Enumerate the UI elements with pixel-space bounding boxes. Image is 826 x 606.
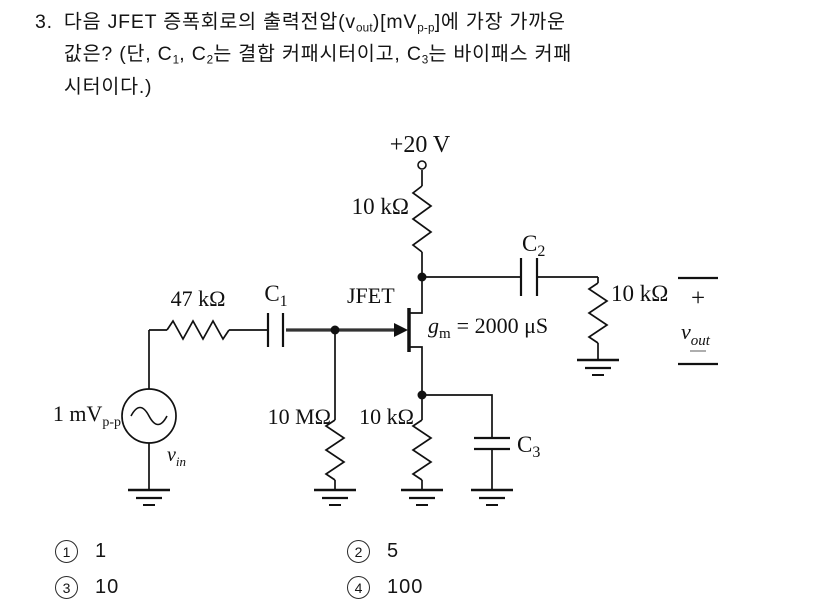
jfet-symbol [286, 308, 411, 352]
jfet-label: JFET [347, 283, 395, 308]
output-plus-label: + [691, 285, 705, 312]
vin-label: vin [167, 444, 186, 469]
choice-option-3: 3 10 [55, 576, 119, 599]
series-resistor [166, 319, 230, 341]
ground-gate-resistor [314, 488, 356, 506]
q2-text: 는 바이패스 커패 [428, 43, 573, 66]
source-resistor-label: 10 kΩ [359, 404, 414, 429]
drain-resistor-label: 10 kΩ [352, 194, 409, 219]
question-body: 다음 JFET 증폭회로의 출력전압(vout)[mVp-p]에 가장 가까운 … [64, 9, 572, 101]
c1-subscript: 1 [172, 53, 180, 67]
choice-2-circle: 2 [347, 540, 370, 563]
gate-arrow-icon [394, 323, 408, 337]
q1-text: 다음 JFET 증폭회로의 출력전압(v [63, 11, 356, 33]
question-block: 3. 다음 JFET 증폭회로의 출력전압(vout)[mVp-p]에 가장 가… [35, 9, 572, 101]
q1-text: ]에 가장 가까운 [434, 11, 566, 33]
q2-text: , C [179, 43, 207, 66]
choice-1-circle: 1 [55, 540, 78, 563]
junction-dots [330, 272, 427, 400]
output-terminal-marks [678, 276, 718, 366]
ac-source-symbol [121, 388, 177, 444]
choice-3-label: 10 [95, 576, 120, 598]
gm-label: gm= 2000 μS [428, 313, 548, 342]
capacitor-c1 [266, 313, 285, 347]
gate-resistor-label: 10 MΩ [268, 404, 331, 429]
choice-4-label: 100 [387, 576, 424, 598]
ground-load [577, 358, 619, 376]
ground-symbols [128, 358, 619, 506]
c2-subscript: 2 [206, 53, 214, 67]
vout-subscript: out [355, 21, 373, 35]
choice-option-1: 1 1 [55, 540, 107, 563]
gate-resistor [324, 419, 346, 481]
capacitor-c3 [474, 436, 510, 451]
source-resistor [411, 419, 433, 481]
circuit-wires [148, 170, 599, 490]
ground-source-resistor [401, 488, 443, 506]
input-amplitude-label: 1 mVp-p [53, 401, 121, 430]
choice-option-2: 2 5 [347, 540, 399, 563]
sine-wave-icon [130, 406, 168, 426]
c1-label: C1 [264, 281, 287, 310]
question-line-2: 값은? (단, C1, C2는 결합 커패시터이고, C3는 바이패스 커패 [64, 41, 572, 73]
c3-label: C3 [517, 432, 540, 461]
q2-text: 는 결합 커패시터이고, C [213, 43, 422, 66]
choice-2-label: 5 [387, 540, 400, 562]
c3-subscript: 3 [421, 53, 429, 67]
load-resistor [587, 282, 609, 344]
ground-vin [128, 488, 170, 506]
capacitor-c2 [519, 258, 539, 296]
vout-label: vout [681, 319, 711, 349]
resistor-symbols [166, 185, 609, 481]
supply-voltage-label: +20 V [390, 132, 451, 158]
choice-4-circle: 4 [347, 576, 370, 599]
choice-option-4: 4 100 [347, 576, 423, 599]
question-number: 3. [35, 11, 53, 33]
supply-terminal [417, 160, 427, 170]
question-line-1: 다음 JFET 증폭회로의 출력전압(vout)[mVp-p]에 가장 가까운 [64, 9, 572, 41]
q1-text: )[mV [372, 11, 418, 33]
c2-label: C2 [522, 231, 545, 260]
drain-resistor [411, 185, 433, 253]
mvpp-subscript: p-p [417, 21, 435, 35]
circuit-diagram: +20 V 10 kΩ C2 10 kΩ + vout JFET gm= 200… [53, 132, 718, 506]
ground-c3 [471, 488, 513, 506]
capacitor-symbols [266, 258, 539, 451]
choice-1-label: 1 [95, 540, 108, 562]
question-line-3: 시터이다.) [63, 75, 153, 98]
choice-3-circle: 3 [55, 576, 78, 599]
load-resistor-label: 10 kΩ [611, 281, 668, 306]
q2-text: 값은? (단, C [63, 43, 173, 66]
series-resistor-label: 47 kΩ [171, 286, 226, 311]
